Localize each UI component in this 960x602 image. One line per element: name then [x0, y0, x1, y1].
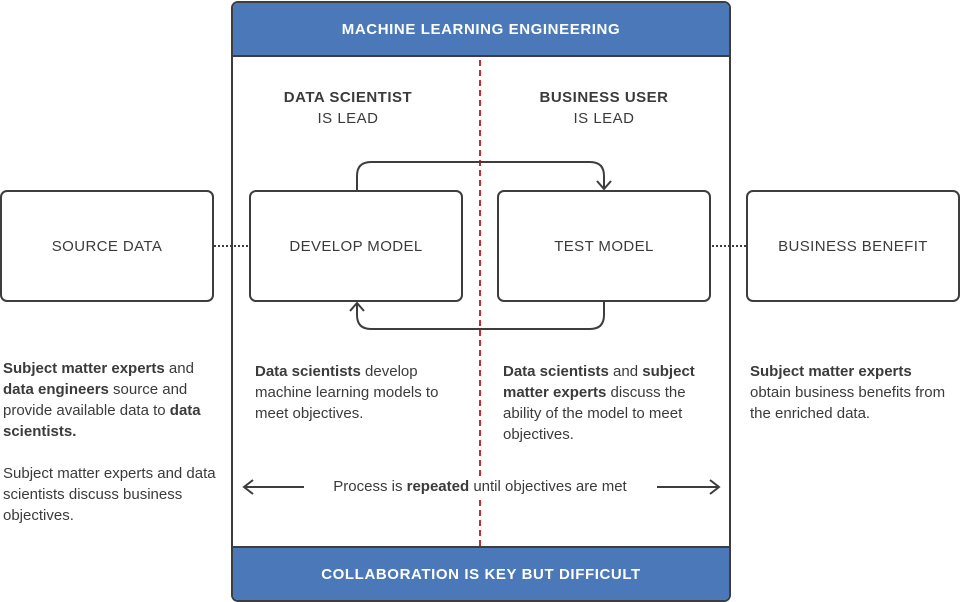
source-data-box: SOURCE DATA	[0, 190, 214, 302]
role-data-scientist: DATA SCIENTIST IS LEAD	[248, 87, 448, 129]
header-title: MACHINE LEARNING ENGINEERING	[341, 20, 621, 38]
test-model-label: TEST MODEL	[554, 237, 654, 255]
develop-model-box: DEVELOP MODEL	[249, 190, 463, 302]
role-business-user-sub: IS LEAD	[573, 110, 635, 127]
role-divider	[479, 60, 481, 546]
process-note-before: Process is	[333, 478, 407, 495]
footer-band: COLLABORATION IS KEY BUT DIFFICULT	[233, 546, 729, 600]
loop-arrow-top-head	[596, 180, 612, 191]
text-run: Subject matter experts	[750, 363, 912, 380]
text-run: Subject matter experts	[3, 360, 165, 377]
text-run: obtain business benefits from the enrich…	[750, 384, 946, 422]
test-description-text: Data scientists and subject matter exper…	[503, 361, 715, 445]
role-data-scientist-title: DATA SCIENTIST	[283, 89, 413, 106]
business-benefit-label: BUSINESS BENEFIT	[778, 237, 928, 255]
loop-arrow-bottom	[356, 302, 605, 330]
text-run: source and provide available data to	[3, 381, 188, 419]
role-business-user: BUSINESS USER IS LEAD	[504, 87, 704, 129]
text-run: Data scientists	[503, 363, 609, 380]
process-note: Process is repeated until objectives are…	[304, 476, 656, 498]
develop-model-label: DEVELOP MODEL	[289, 237, 423, 255]
process-note-bold: repeated	[406, 478, 470, 495]
text-run: and	[164, 360, 194, 377]
test-model-box: TEST MODEL	[497, 190, 711, 302]
loop-arrow-bottom-head	[349, 301, 365, 312]
source-description-p1: Subject matter experts and data engineer…	[3, 358, 221, 442]
loop-arrow-top	[356, 161, 605, 190]
text-run: develop machine learning models to meet …	[255, 363, 439, 422]
process-arrow-left-head	[242, 479, 254, 495]
role-business-user-title: BUSINESS USER	[539, 89, 669, 106]
role-data-scientist-sub: IS LEAD	[317, 110, 379, 127]
source-data-label: SOURCE DATA	[51, 237, 163, 255]
header-band: MACHINE LEARNING ENGINEERING	[233, 3, 729, 57]
source-description-p2: Subject matter experts and data scientis…	[3, 465, 216, 524]
text-run: Data scientists	[255, 363, 361, 380]
text-run: and	[608, 363, 643, 380]
develop-description: Data scientists develop machine learning…	[255, 361, 465, 424]
benefit-description: Subject matter experts obtain business b…	[750, 361, 950, 424]
text-run: data scientists.	[3, 402, 201, 440]
process-note-after: until objectives are met	[469, 478, 627, 495]
source-develop-connector	[214, 245, 248, 247]
text-run: data engineers	[3, 381, 109, 398]
process-arrow-right-head	[709, 479, 721, 495]
text-run: discuss the ability of the model to meet…	[503, 384, 686, 443]
test-benefit-connector	[712, 245, 746, 247]
text-run: subject matter experts	[503, 363, 695, 401]
benefit-description-text: Subject matter experts obtain business b…	[750, 361, 950, 424]
footer-title: COLLABORATION IS KEY BUT DIFFICULT	[321, 565, 641, 583]
develop-description-text: Data scientists develop machine learning…	[255, 361, 465, 424]
business-benefit-box: BUSINESS BENEFIT	[746, 190, 960, 302]
source-description: Subject matter experts and data engineer…	[3, 358, 221, 526]
test-description: Data scientists and subject matter exper…	[503, 361, 715, 445]
